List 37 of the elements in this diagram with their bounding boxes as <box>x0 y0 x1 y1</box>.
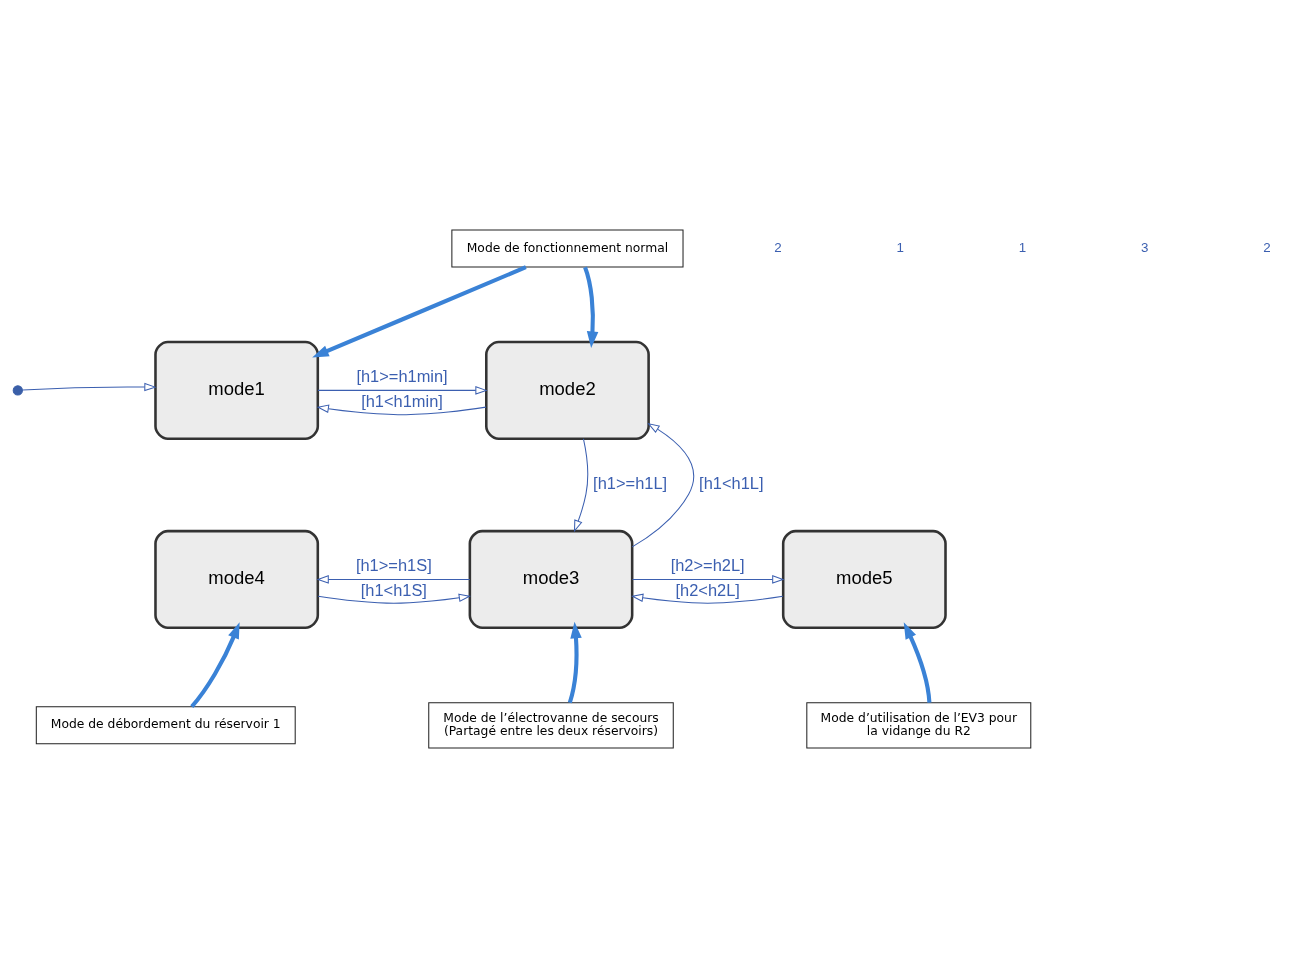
arrow <box>632 574 785 584</box>
label: 3 <box>1141 239 1149 255</box>
arrow <box>316 574 471 584</box>
label: 2 <box>1263 239 1271 255</box>
arrow <box>317 385 488 395</box>
arrow <box>190 621 240 708</box>
label: 2 <box>774 239 782 255</box>
arrow <box>903 621 932 703</box>
node-box: Mode de débordement du réservoir 1 <box>35 705 296 744</box>
arrow <box>573 437 589 532</box>
node-circle <box>12 384 23 395</box>
edge-label: [h1>=h1S] <box>355 555 432 574</box>
label: 1 <box>1018 239 1027 255</box>
edge-label: [h1>=h1L] <box>593 473 668 492</box>
node-box: Mode de fonctionnement normal <box>451 229 684 268</box>
arrow <box>317 593 472 604</box>
arrow <box>630 593 784 604</box>
node-box: mode2 <box>485 340 650 440</box>
edge-label: [h1<h1S] <box>360 580 427 599</box>
edge-label: [h1<h1L] <box>699 473 764 492</box>
node-box: mode4 <box>154 529 320 629</box>
node-box: Mode de l’électrovanne de secours (Partagé entre les deux réservoirs) <box>428 701 674 748</box>
node-box: mode1 <box>154 340 320 440</box>
arrow <box>312 264 527 357</box>
arrow <box>583 266 599 348</box>
edge-label: [h2<h2L] <box>675 580 740 599</box>
edge-label: [h1<h1min] <box>361 391 443 410</box>
arrow <box>567 621 582 703</box>
arrow <box>316 403 487 415</box>
edge-label: [h2>=h2L] <box>670 555 745 574</box>
edge-label: [h1>=h1min] <box>356 366 448 385</box>
node-box: Mode d’utilisation de l’EV3 pour la vidange du R2 <box>806 701 1032 748</box>
node-box: mode5 <box>781 529 947 629</box>
label: 1 <box>896 239 905 255</box>
arrow <box>631 422 695 547</box>
arrow <box>22 382 157 391</box>
node-box: mode3 <box>468 529 634 629</box>
